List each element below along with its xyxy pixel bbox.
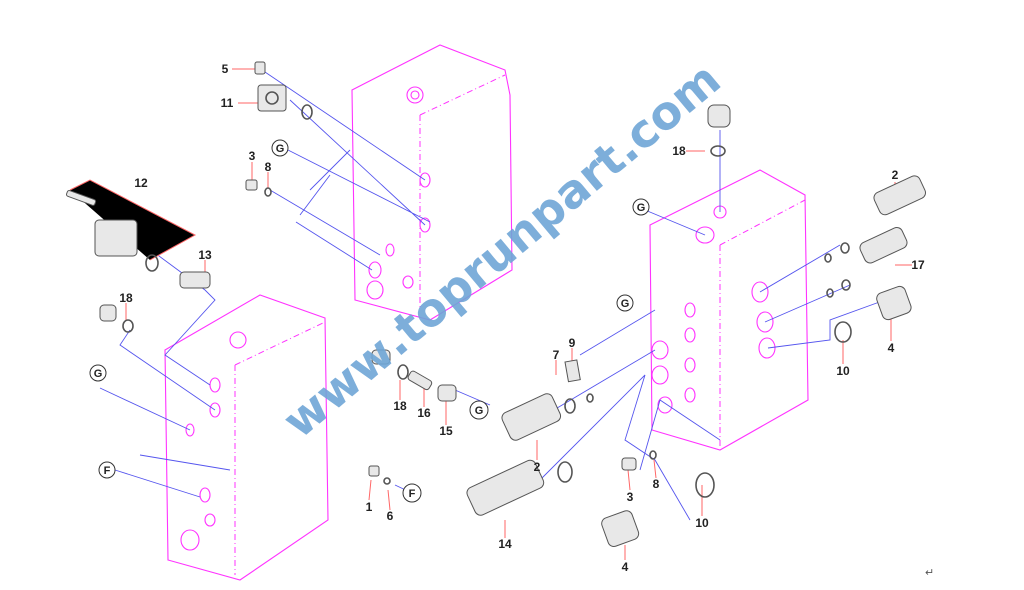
label-15: 15 <box>439 424 453 438</box>
valve-housing-left <box>164 294 329 581</box>
plug-18 <box>99 304 117 322</box>
label-18: 18 <box>672 144 686 158</box>
return-mark: ↵ <box>925 567 935 579</box>
valve-housing-upper <box>351 44 513 321</box>
leader-lines <box>69 68 912 560</box>
label-g: G <box>621 298 630 310</box>
screw-5 <box>254 61 266 75</box>
component-parts <box>66 61 926 548</box>
plug-4-right <box>876 285 912 321</box>
flange-11 <box>257 84 287 112</box>
label-3: 3 <box>627 490 634 504</box>
valve-housing-right <box>649 169 809 451</box>
spool-13 <box>179 271 211 289</box>
label-3: 3 <box>249 149 256 163</box>
label-g: G <box>475 405 484 417</box>
valve-14 <box>466 459 545 516</box>
label-4: 4 <box>622 560 629 574</box>
label-g: G <box>276 143 285 155</box>
label-6: 6 <box>387 509 394 523</box>
label-14: 14 <box>498 537 512 551</box>
bolt-12 <box>66 190 97 206</box>
label-f: F <box>409 488 416 500</box>
label-8: 8 <box>653 477 660 491</box>
label-1: 1 <box>366 500 373 514</box>
label-17: 17 <box>911 258 925 272</box>
label-9: 9 <box>569 336 576 350</box>
cover-12 <box>94 219 138 257</box>
part-labels: 5 11 3 8 G 12 13 18 G F 18 16 15 G 1 6 F… <box>89 62 925 574</box>
relief-valve-2-right <box>873 175 926 216</box>
label-2: 2 <box>534 460 541 474</box>
label-18: 18 <box>119 291 133 305</box>
valve-17 <box>859 227 908 264</box>
plug-18-top <box>707 104 731 128</box>
spring-16 <box>407 370 433 391</box>
label-2: 2 <box>892 168 899 182</box>
plug-4 <box>601 510 640 548</box>
label-10: 10 <box>695 516 709 530</box>
label-13: 13 <box>198 248 212 262</box>
label-g: G <box>94 368 103 380</box>
label-g: G <box>637 202 646 214</box>
label-12: 12 <box>134 176 148 190</box>
assembly-lines <box>89 69 886 521</box>
label-11: 11 <box>221 96 234 110</box>
plug-3 <box>245 179 258 191</box>
label-4: 4 <box>888 341 895 355</box>
relief-valve-2 <box>501 393 562 441</box>
label-18: 18 <box>393 399 407 413</box>
label-8: 8 <box>265 160 272 174</box>
label-7: 7 <box>553 348 560 362</box>
label-f: F <box>104 465 111 477</box>
poppet-15 <box>437 384 457 402</box>
label-5: 5 <box>222 62 229 76</box>
label-10: 10 <box>836 364 850 378</box>
label-16: 16 <box>417 406 431 420</box>
